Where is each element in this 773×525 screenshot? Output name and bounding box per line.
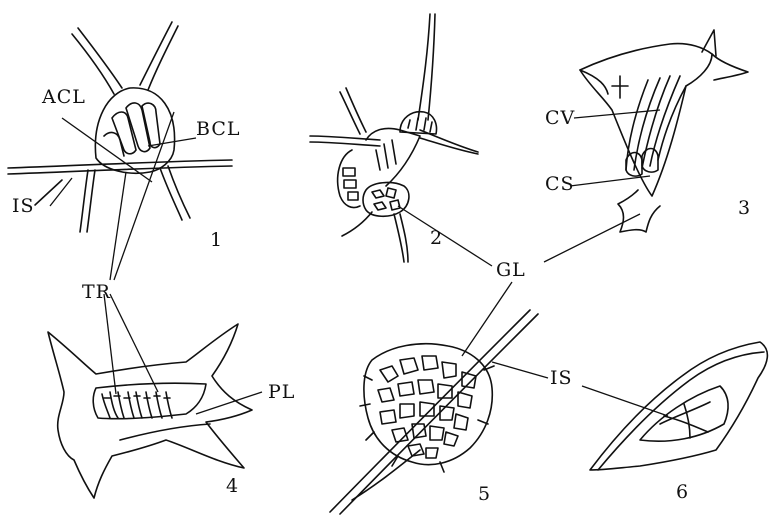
panel-number-4: 4 bbox=[226, 475, 238, 497]
label-tr: TR bbox=[82, 281, 111, 303]
panel-number-6: 6 bbox=[676, 481, 688, 503]
is-pointer-1 bbox=[50, 178, 72, 206]
cs-pointer bbox=[570, 176, 650, 186]
tr-pointer-down-2 bbox=[110, 294, 158, 392]
bcl-pointer bbox=[148, 138, 196, 146]
tr-pointer-down-1 bbox=[104, 294, 116, 394]
label-pl: PL bbox=[268, 381, 295, 403]
label-gl: GL bbox=[496, 259, 526, 281]
is-pointer-5 bbox=[492, 362, 548, 378]
label-bcl: BCL bbox=[196, 118, 240, 140]
panel-3-spicule bbox=[580, 30, 748, 232]
acl-pointer bbox=[62, 118, 152, 182]
is-pointer-6 bbox=[582, 386, 668, 416]
panel-number-3: 3 bbox=[738, 197, 750, 219]
panel-number-5: 5 bbox=[478, 483, 490, 505]
gl-pointer-2 bbox=[398, 206, 492, 266]
label-is-panel-6: IS bbox=[550, 367, 573, 389]
tr-pointer-up-1 bbox=[110, 172, 126, 280]
panel-2-spicule bbox=[310, 14, 478, 262]
panel-number-1: 1 bbox=[210, 229, 222, 251]
panel-6-spicule bbox=[590, 342, 767, 470]
panel-number-2: 2 bbox=[430, 227, 442, 249]
panel-5-spicule bbox=[330, 310, 538, 514]
label-is-panel-1: IS bbox=[12, 195, 35, 217]
gl-pointer-3 bbox=[544, 214, 640, 262]
label-cv: CV bbox=[545, 107, 575, 129]
label-cs: CS bbox=[545, 173, 575, 195]
panel-4-spicule bbox=[48, 324, 252, 498]
label-acl: ACL bbox=[41, 86, 86, 108]
panel-numbers: 1 2 3 4 5 6 bbox=[210, 197, 750, 505]
pointer-lines bbox=[50, 110, 668, 416]
gl-pointer-5 bbox=[462, 282, 512, 356]
